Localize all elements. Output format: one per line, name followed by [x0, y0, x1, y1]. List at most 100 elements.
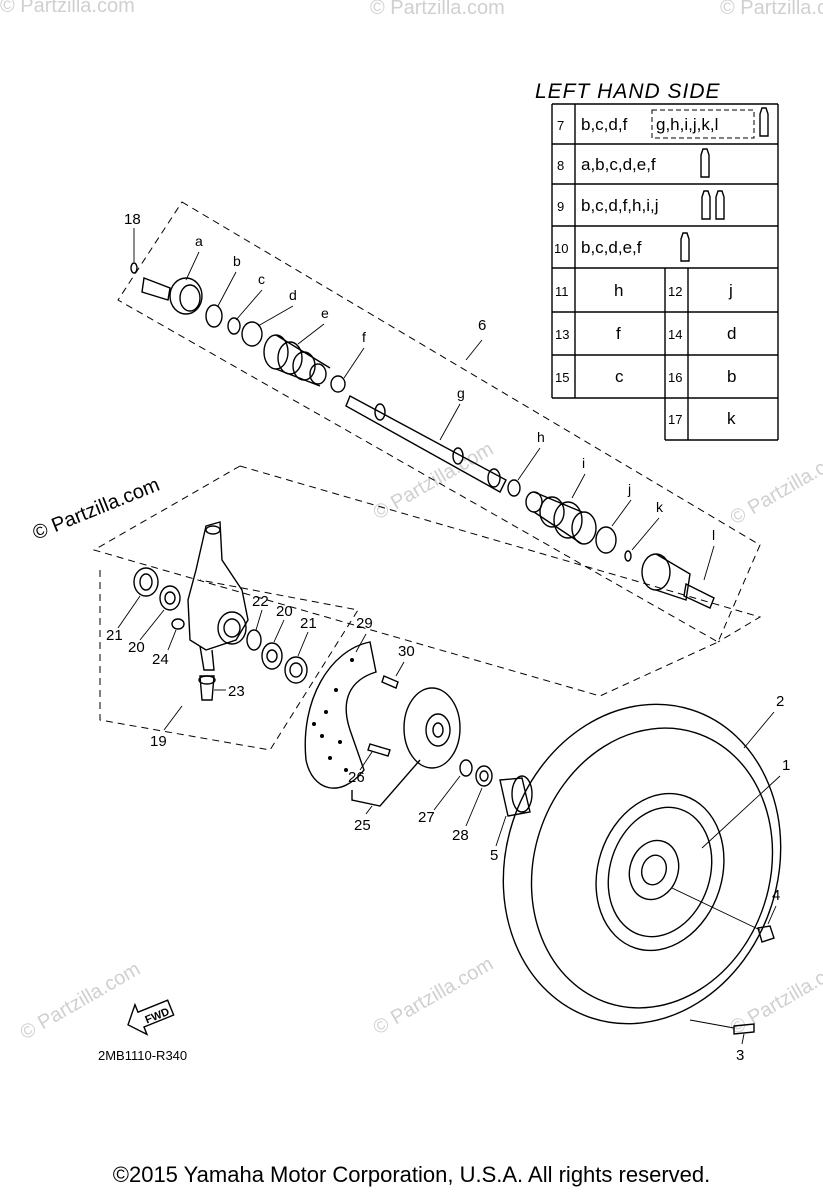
table-row-part: k	[727, 409, 736, 428]
table-row-number: 11	[555, 284, 569, 299]
table-row-number: 12	[668, 284, 682, 299]
watermark-text-main: © Partzilla.com	[30, 474, 163, 545]
hub-collar-5: 5	[490, 775, 533, 864]
watermark-text: © Partzilla.com	[0, 0, 135, 17]
callout-1: 1	[782, 757, 790, 774]
watermark-text: © Partzilla.com	[727, 953, 823, 1039]
drive-shaft-group: 6 18	[117, 201, 761, 643]
table-row-number: 8	[557, 158, 564, 173]
label-j: j	[627, 481, 631, 497]
callout-30: 30	[398, 643, 415, 660]
watermark-text: © Partzilla.com	[727, 443, 823, 529]
circlip-b	[205, 304, 223, 328]
table-title: LEFT HAND SIDE	[535, 80, 721, 103]
callout-22: 22	[252, 593, 269, 610]
label-b: b	[233, 253, 241, 269]
cv-joint-inner-l	[641, 553, 715, 609]
clip-24	[171, 618, 185, 630]
table-row-parts: b,c,d,f,h,i,j	[581, 196, 658, 215]
table-row-parts: b,c,d,e,f	[581, 238, 642, 257]
circlip-18	[130, 262, 138, 274]
assembly-frame	[92, 465, 719, 697]
watermark-text: © Partzilla.com	[370, 953, 498, 1039]
wheel-hub-25: 25	[351, 687, 461, 834]
table-row-part: d	[727, 324, 736, 343]
callout-21b: 21	[300, 615, 317, 632]
table-row-parts-boxed: g,h,i,j,k,l	[656, 115, 718, 134]
grease-tube-icon	[680, 232, 690, 262]
copyright-notice: ©2015 Yamaha Motor Corporation, U.S.A. A…	[112, 1162, 711, 1187]
shaft-g	[345, 395, 507, 493]
valve-3: 3	[689, 1019, 755, 1064]
bearing-20a	[159, 585, 181, 611]
washer-27: 27	[418, 759, 473, 826]
watermarks: © Partzilla.com © Partzilla.com © Partzi…	[0, 0, 823, 1044]
callout-2: 2	[776, 693, 784, 710]
table-row-number: 7	[557, 118, 564, 133]
clip-k	[624, 550, 632, 562]
label-c: c	[258, 271, 265, 287]
label-a: a	[195, 233, 203, 249]
bearing-20b	[261, 642, 283, 670]
boxed-parts-frame	[651, 109, 755, 139]
watermark-text: © Partzilla.com	[370, 438, 498, 524]
callout-29: 29	[356, 615, 373, 632]
grease-tube-icon	[701, 190, 711, 220]
label-h: h	[537, 429, 545, 445]
forward-arrow-icon: FWD	[127, 999, 175, 1036]
diagram-reference: 2MB1110-R340	[98, 1048, 187, 1063]
assembly-frame-line	[239, 465, 762, 643]
callout-21a: 21	[106, 627, 123, 644]
callout-20b: 20	[276, 603, 293, 620]
watermark-text: © Partzilla.com	[720, 0, 823, 19]
label-f: f	[362, 329, 366, 345]
nut-28: 28	[452, 765, 493, 844]
callout-5: 5	[490, 847, 498, 864]
table-row-part: f	[616, 324, 621, 343]
callout-23: 23	[228, 683, 245, 700]
table-row-part: c	[615, 367, 624, 386]
callout-3: 3	[736, 1047, 744, 1064]
callout-4: 4	[772, 887, 780, 904]
watermark-text: © Partzilla.com	[370, 0, 505, 19]
grease-tube-icon	[700, 148, 710, 178]
wheel-rim-1	[595, 792, 725, 952]
knuckle-group: 21 20 24 23 22 20 21 19	[99, 521, 359, 751]
table-row-parts: a,b,c,d,e,f	[581, 155, 656, 174]
callout-25: 25	[354, 817, 371, 834]
callout-28: 28	[452, 827, 469, 844]
label-g: g	[457, 385, 465, 401]
callout-20a: 20	[128, 639, 145, 656]
callout-18: 18	[124, 211, 141, 228]
label-e: e	[321, 305, 329, 321]
ball-joint-23	[198, 675, 216, 701]
tire-and-wheel: 2 1	[502, 693, 790, 1025]
grease-tube-icon	[715, 190, 725, 220]
band-j	[595, 526, 617, 554]
callout-19: 19	[150, 733, 167, 750]
table-row-number: 14	[668, 327, 682, 342]
table-row-number: 10	[554, 241, 568, 256]
spacer-22	[246, 629, 262, 651]
oil-seal-21a	[133, 567, 159, 597]
table-row-number: 17	[668, 412, 682, 427]
clip-h	[507, 479, 521, 497]
oil-seal-21b	[284, 656, 308, 684]
brake-disc-29: 29	[304, 615, 377, 789]
table-row-number: 15	[555, 370, 569, 385]
table-row-number: 16	[668, 370, 682, 385]
callout-27: 27	[418, 809, 435, 826]
band-c	[227, 317, 241, 335]
grease-tube-icon	[759, 107, 769, 137]
table-row-parts: b,c,d,f	[581, 115, 628, 134]
cv-joint-outer-a	[141, 277, 203, 315]
nut-4: 4	[671, 887, 780, 943]
callout-26: 26	[348, 769, 365, 786]
bolt-30: 30	[381, 643, 415, 689]
boot-e	[263, 334, 331, 387]
table-row-part: b	[727, 367, 736, 386]
label-d: d	[289, 287, 297, 303]
watermark-text: © Partzilla.com	[17, 958, 145, 1044]
band-d	[241, 321, 263, 347]
